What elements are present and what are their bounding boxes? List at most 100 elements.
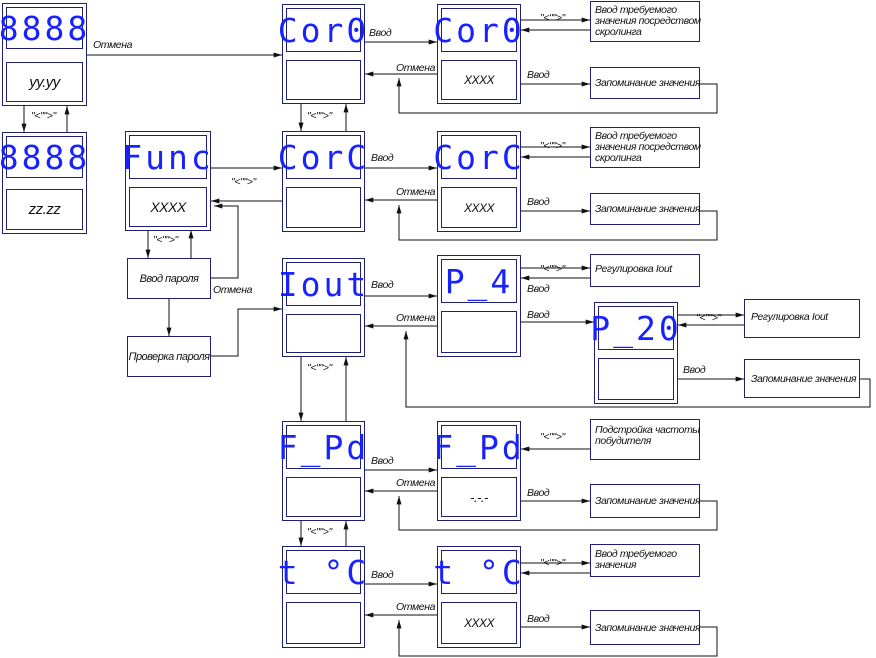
fpd-sub-value-field: -.-.-: [441, 477, 517, 517]
toc-enter-note-text: Ввод требуемого значения: [595, 548, 677, 571]
fpd-main-indicator: F_Pd: [277, 425, 370, 469]
password-input-box: Ввод пароля: [127, 258, 211, 299]
toc-main-indicator: t °C: [277, 550, 370, 594]
p20-indicator: P_20: [590, 306, 679, 350]
p4-adjust-note: Регулировка Iout: [590, 254, 700, 287]
fpd-save-note-text: Запоминание значения: [595, 495, 701, 507]
cor0-cancel-label: Отмена: [396, 62, 436, 74]
cor0-sub-code: Cor0: [433, 10, 525, 50]
corc-save-enter-label: Ввод: [527, 196, 550, 208]
p4-indicator: P_4: [441, 259, 517, 303]
func-indicator: Func: [122, 135, 214, 179]
corc-cancel-label: Отмена: [396, 186, 436, 198]
main-display-zz-code: 8888: [0, 137, 91, 177]
p20-adjust-note-text: Регулировка Iout: [751, 311, 828, 323]
p4-value-field: [441, 311, 517, 353]
func-pass-toggle-label: "<"">": [153, 234, 178, 246]
p20-save-note: Запоминание значения: [744, 359, 860, 398]
password-input-label: Ввод пароля: [139, 272, 199, 285]
toc-main-display: t °C: [277, 546, 370, 648]
cor0-scroll-note: Ввод требуемого значения посредством скр…: [590, 1, 701, 42]
p20-save-note-text: Запоминание значения: [751, 373, 857, 385]
corc-main-indicator: CorC: [277, 135, 370, 179]
cor0-scroll-note-text: Ввод требуемого значения посредством скр…: [595, 4, 701, 38]
corc-sub-value: XXXX: [463, 200, 495, 215]
toc-main-code: t °C: [277, 552, 370, 592]
toc-sub-indicator: t °C: [433, 550, 525, 594]
fpd-toc-toggle-label: "<"">": [307, 526, 332, 538]
p20-display: P_20: [590, 302, 679, 404]
func-display: Func XXXX: [122, 131, 214, 231]
corc-save-note: Запоминание значения: [590, 193, 701, 225]
fpd-freq-note: Подстройка частоты побудителя: [590, 419, 700, 460]
toc-sub-value: XXXX: [463, 616, 495, 630]
iout-main-indicator: Iout: [277, 262, 370, 306]
cor0-main-value-field: [286, 60, 361, 100]
corc-main-code: CorC: [277, 137, 370, 177]
toc-sub-code: t °C: [433, 552, 525, 592]
fpd-main-value-field: [286, 477, 361, 517]
iout-fpd-toggle-label: "<"">": [307, 362, 332, 374]
toc-enter-label: Ввод: [371, 569, 394, 581]
main-display-yy-code: 8888: [0, 8, 91, 48]
main-display-yy-value-field: yy.yy: [6, 62, 83, 102]
fpd-enter-label: Ввод: [371, 455, 394, 467]
main-cancel-label: Отмена: [93, 39, 133, 51]
fpd-main-display: F_Pd: [277, 421, 370, 521]
p20-scroll-label: "<"">": [696, 312, 721, 324]
main-display-zz-value: zz.zz: [28, 201, 61, 218]
p20-value-field: [598, 358, 674, 400]
main-display-zz-indicator: 8888: [0, 136, 91, 178]
fpd-sub-code: F_Pd: [433, 427, 525, 467]
toc-sub-display: t °C XXXX: [433, 546, 525, 648]
password-check-label: Проверка пароля: [128, 350, 210, 363]
fpd-freq-note-text: Подстройка частоты побудителя: [595, 424, 700, 447]
corc-save-note-text: Запоминание значения: [595, 203, 701, 215]
cor0-sub-value-field: XXXX: [441, 60, 517, 100]
iout-main-code: Iout: [277, 264, 370, 304]
corc-scroll-label: "<"">": [540, 140, 565, 152]
cor0-sub-indicator: Cor0: [433, 8, 525, 52]
toc-main-value-field: [286, 602, 361, 644]
iout-main-display: Iout: [277, 258, 370, 357]
toc-enter-note: Ввод требуемого значения: [590, 544, 700, 577]
func-value: XXXX: [150, 199, 186, 215]
cor0-corc-toggle-label: "<"">": [307, 110, 332, 122]
p4-code: P_4: [444, 261, 514, 301]
fpd-cancel-label: Отмена: [396, 477, 436, 489]
cor0-enter-label: Ввод: [369, 27, 392, 39]
cor0-scroll-label: "<"">": [540, 12, 565, 24]
cor0-save-note: Запоминание значения: [590, 67, 701, 99]
toc-scroll-label: "<"">": [540, 557, 565, 569]
toc-sub-value-field: XXXX: [441, 602, 517, 644]
toc-save-note: Запоминание значения: [590, 610, 701, 645]
iout-enter-label: Ввод: [371, 279, 394, 291]
corc-main-value-field: [286, 187, 361, 228]
p20-adjust-note: Регулировка Iout: [744, 299, 860, 338]
cor0-main-display: Cor0: [278, 4, 366, 104]
main-display-yy-value: yy.yy: [29, 73, 60, 91]
fpd-main-code: F_Pd: [277, 427, 370, 467]
p4-scroll-label: "<"">": [540, 263, 565, 275]
main-toggle-label: "<"">": [31, 110, 56, 122]
toc-save-enter-label: Ввод: [527, 613, 550, 625]
func-code: Func: [122, 137, 214, 177]
toc-cancel-label: Отмена: [396, 601, 436, 613]
p20-enter-label: Ввод: [527, 309, 550, 321]
func-toggle-label: "<"">": [231, 176, 256, 188]
func-value-field: XXXX: [129, 187, 207, 227]
cor0-main-indicator: Cor0: [278, 8, 366, 52]
main-display-yy: 8888 yy.yy: [0, 3, 91, 106]
corc-enter-label: Ввод: [371, 152, 394, 164]
p20-save-enter-label: Ввод: [683, 364, 706, 376]
fpd-save-enter-label: Ввод: [527, 487, 550, 499]
corc-sub-code: CorC: [433, 137, 525, 177]
iout-main-value-field: [286, 314, 361, 353]
fpd-sub-indicator: F_Pd: [433, 425, 525, 469]
cor0-sub-value: XXXX: [463, 73, 495, 87]
cor0-save-note-text: Запоминание значения: [595, 77, 701, 89]
password-cancel-label: Отмена: [213, 284, 253, 296]
cor0-sub-display: Cor0 XXXX: [433, 4, 525, 104]
